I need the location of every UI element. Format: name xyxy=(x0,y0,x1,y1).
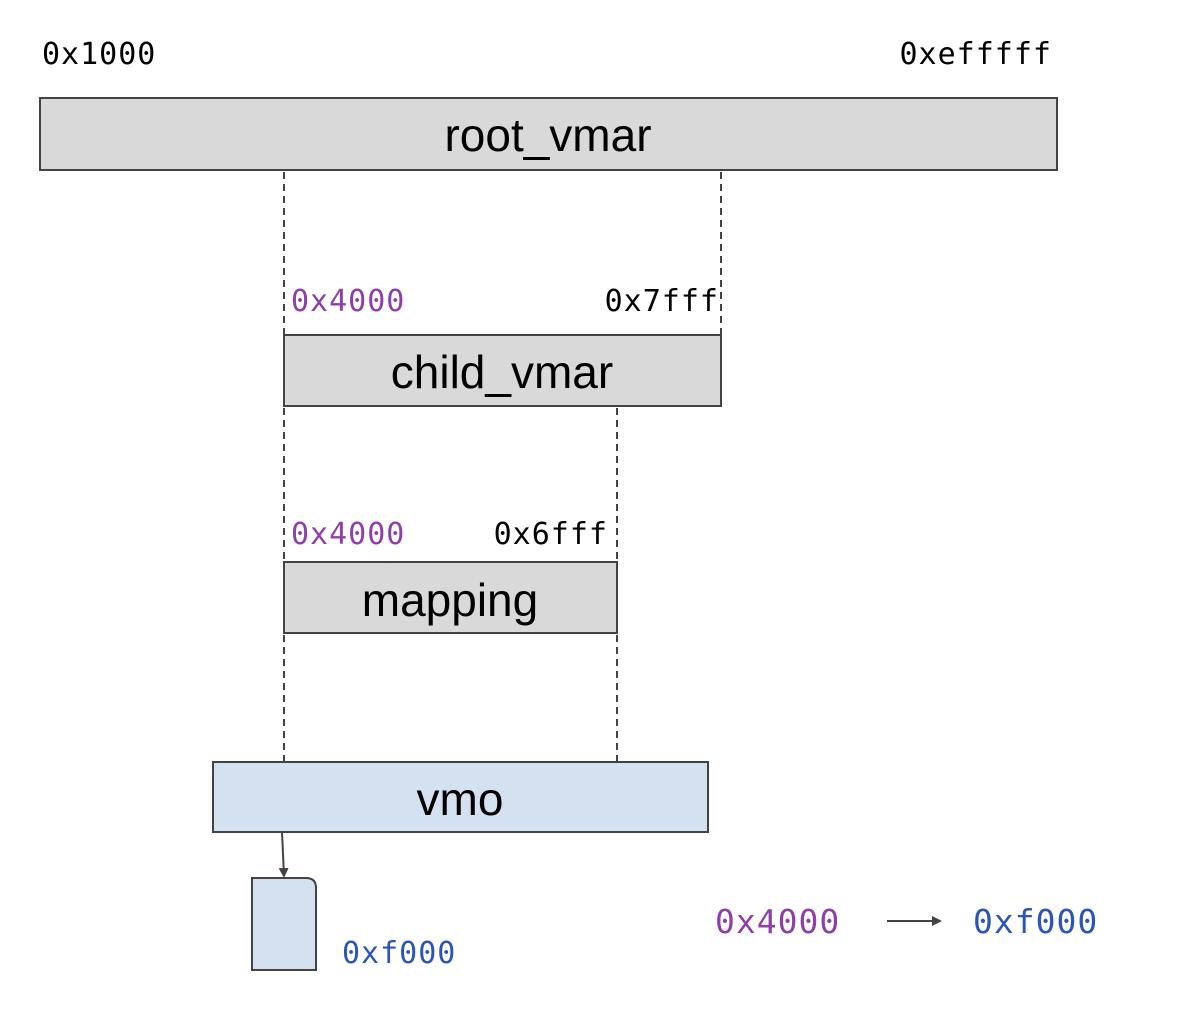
root-vmar-end-address: 0xefffff xyxy=(900,37,1053,72)
root-vmar-start-address: 0x1000 xyxy=(42,37,156,72)
mapping-box xyxy=(283,561,618,634)
dashed-guides xyxy=(283,172,722,761)
root-vmar: 0x1000 0xefffff root_vmar xyxy=(39,37,1058,171)
page-address: 0xf000 xyxy=(342,936,456,971)
root-vmar-box xyxy=(39,97,1058,171)
page-icon xyxy=(251,877,317,971)
translation-from-address: 0x4000 xyxy=(715,902,840,941)
mapping-label: mapping xyxy=(362,574,538,626)
root-vmar-label: root_vmar xyxy=(444,109,651,161)
child-vmar: 0x4000 0x7fff child_vmar xyxy=(283,284,722,407)
child-vmar-label: child_vmar xyxy=(391,346,613,398)
vmo-box xyxy=(212,761,709,833)
vmo: vmo 0xf000 xyxy=(212,761,709,971)
child-vmar-start-address: 0x4000 xyxy=(291,284,405,319)
child-vmar-box xyxy=(283,334,722,407)
address-translation: 0x4000 0xf000 xyxy=(715,902,1098,941)
vmo-page-arrow xyxy=(278,831,289,878)
mapping-start-address: 0x4000 xyxy=(291,517,405,552)
mapping: 0x4000 0x6fff mapping xyxy=(283,517,618,634)
mapping-end-address: 0x6fff xyxy=(494,517,608,552)
translation-to-address: 0xf000 xyxy=(973,902,1098,941)
vmo-label: vmo xyxy=(417,773,504,825)
child-vmar-end-address: 0x7fff xyxy=(605,284,719,319)
